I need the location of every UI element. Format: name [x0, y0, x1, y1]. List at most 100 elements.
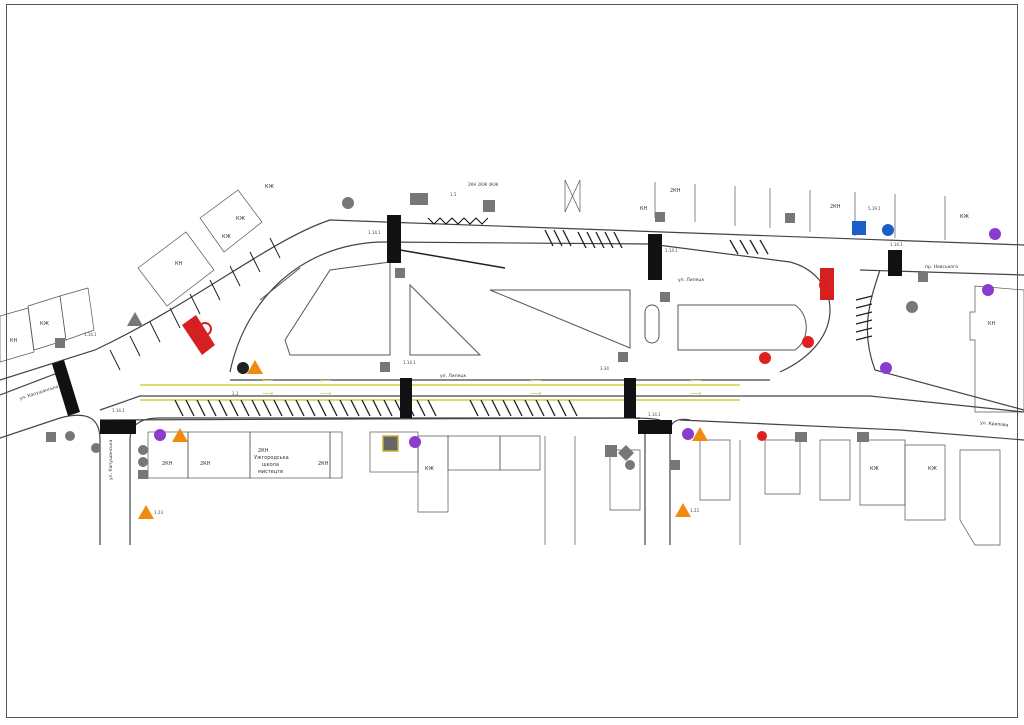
hatch-line — [383, 399, 393, 417]
building-label: КЖ — [928, 466, 938, 472]
building-label: 2КН — [318, 461, 329, 467]
crosswalk — [888, 250, 902, 276]
svg-text:⟵: ⟵ — [320, 376, 332, 385]
hatch-line — [372, 399, 382, 417]
hatch-line — [339, 399, 349, 417]
hatch-line — [577, 231, 587, 249]
school-line-2: Ужгородська — [254, 455, 289, 461]
no-parking-sign-icon — [682, 428, 694, 440]
no-parking-sign-icon — [880, 362, 892, 374]
hatch-line — [328, 399, 338, 417]
building — [199, 189, 263, 253]
building-label: КН — [175, 261, 183, 267]
sign-code: 1.23 — [154, 510, 163, 515]
hatch-line — [855, 327, 873, 333]
hatch-line — [480, 399, 490, 417]
hatch-line — [174, 399, 184, 417]
drawing-frame — [6, 4, 1018, 718]
hatch-line — [109, 349, 121, 371]
hatch-line — [535, 399, 545, 417]
building — [329, 431, 343, 479]
building-label: КН — [640, 206, 648, 212]
crosswalk — [100, 420, 136, 434]
no-stopping-sign-icon — [802, 336, 814, 348]
info-sign-icon — [55, 338, 65, 348]
svg-text:⟶: ⟶ — [262, 389, 274, 398]
crosswalk — [52, 360, 80, 416]
street-label-right-top: пр. Невського — [925, 264, 958, 270]
hatch-line — [613, 231, 623, 249]
info-sign-icon — [857, 432, 869, 442]
restriction-sign-icon — [138, 457, 148, 467]
building-label: КЖ — [870, 466, 880, 472]
hatch-line — [546, 399, 556, 417]
sign-code: 1.14.1 — [665, 248, 678, 253]
building — [417, 435, 449, 513]
building — [699, 439, 731, 501]
info-sign-icon — [660, 292, 670, 302]
building-label: КН — [10, 338, 18, 344]
parking-hatching — [109, 229, 873, 417]
no-parking-sign-icon — [982, 284, 994, 296]
sign-code: 1.14.1 — [890, 242, 903, 247]
hatch-line — [502, 399, 512, 417]
street-label-main-top: ул. Липецк — [678, 277, 704, 283]
hatch-line — [855, 319, 873, 325]
hatch-line — [229, 399, 239, 417]
centerlines — [140, 384, 740, 401]
hatch-line — [568, 399, 578, 417]
hatch-line — [427, 399, 437, 417]
restriction-sign-icon — [65, 431, 75, 441]
warning-sign-icon — [127, 312, 143, 326]
crosswalk — [624, 378, 636, 418]
traffic-islands — [259, 249, 807, 356]
building — [819, 439, 851, 501]
building — [187, 431, 251, 479]
building-label: 2КН — [830, 204, 841, 210]
sign-code: 1.14.1 — [112, 408, 125, 413]
hatch-line — [469, 399, 479, 417]
hatch-line — [855, 295, 873, 301]
info-sign-icon — [138, 470, 148, 479]
sign-code: 1.14.1 — [368, 230, 381, 235]
hatch-line — [553, 229, 563, 247]
zigzag-marking — [427, 217, 489, 225]
building — [447, 435, 501, 471]
parking-sign-icon — [852, 221, 866, 235]
building-label: 2КН — [162, 461, 173, 467]
hatch-line — [196, 399, 206, 417]
info-sign-icon — [395, 268, 405, 278]
building-label-top: 2КН 2КЖ 4КЖ — [468, 182, 499, 187]
priority-sign-icon — [618, 445, 634, 461]
no-stopping-sign-icon — [759, 352, 771, 364]
building-label: КЖ — [40, 321, 50, 327]
warning-sign-icon — [692, 427, 708, 441]
hatch-line — [416, 399, 426, 417]
info-sign-icon — [785, 213, 795, 223]
sign-code: 1.23 — [690, 508, 699, 513]
building — [859, 439, 906, 506]
lane-arrows: ⟵⟵⟵⟵ ⟶⟶⟶⟶ — [262, 376, 702, 398]
red-barriers — [182, 268, 834, 355]
building-label: КЖ — [222, 234, 232, 240]
hatch-line — [129, 335, 141, 357]
crosswalk — [387, 215, 401, 263]
hatch-line — [855, 303, 873, 309]
hatch-line — [350, 399, 360, 417]
hatch-line — [251, 399, 261, 417]
building — [59, 287, 95, 341]
building-label: КЖ — [960, 214, 970, 220]
hatch-line — [739, 239, 749, 255]
warning-sign-icon — [138, 505, 154, 519]
building — [969, 285, 1024, 413]
hatch-line — [317, 399, 327, 417]
hatch-line — [209, 279, 221, 301]
no-entry-sign-icon — [198, 322, 212, 336]
crosswalk — [648, 234, 662, 280]
no-stopping-sign-icon — [757, 431, 767, 441]
buildings — [0, 179, 1024, 546]
hatch-line — [240, 399, 250, 417]
sign-code: 1.14.1 — [648, 412, 661, 417]
no-parking-sign-icon — [989, 228, 1001, 240]
